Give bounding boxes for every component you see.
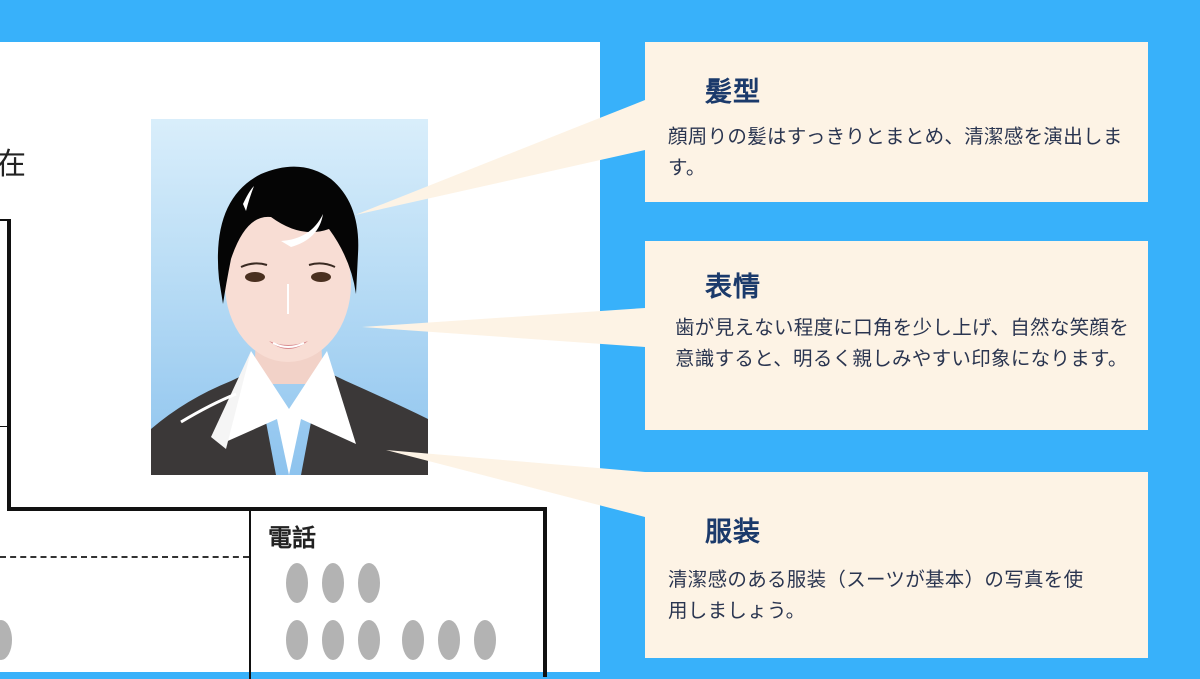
document-border-right [543,507,547,677]
phone-placeholder-dot [402,620,424,660]
document-label-partial: 在 [0,147,26,182]
phone-placeholder-dot [438,620,460,660]
callout-body: 顔周りの髪はすっきりとまとめ、清潔感を演出します。 [668,125,1123,179]
callout-card-clothing: 服装 清潔感のある服装（スーツが基本）の写真を使用しましょう。 [645,472,1148,658]
document-column-divider [249,509,251,679]
document-border-top-stub [0,219,10,221]
pointer-hair [355,100,645,215]
phone-placeholder-dot [286,620,308,660]
document-row-line [0,426,8,427]
id-photo [151,119,428,475]
phone-placeholder-dot [358,563,380,603]
callout-body: 清潔感のある服装（スーツが基本）の写真を使用しましょう。 [668,568,1084,622]
phone-label: 電話 [268,524,316,552]
woman-portrait-illustration [151,166,428,475]
document-border-left [7,219,11,509]
phone-placeholder-dot [358,620,380,660]
phone-placeholder-dot [322,563,344,603]
callout-card-expression: 表情 歯が見えない程度に口角を少し上げ、自然な笑顔を意識すると、明るく親しみやす… [645,241,1148,430]
callout-title: 服装 [705,517,761,548]
pointer-expression [362,308,645,347]
document-border-row [7,507,547,511]
phone-placeholder-dot [474,620,496,660]
pointer-clothing [386,450,645,517]
callout-body: 歯が見えない程度に口角を少し上げ、自然な笑顔を意識すると、明るく親しみやすい印象… [675,316,1130,370]
document-dashed-line [0,556,249,558]
callout-title: 表情 [705,272,761,303]
phone-placeholder-dot [286,563,308,603]
address-placeholder-dot [0,620,12,660]
callout-title: 髪型 [705,77,761,108]
phone-placeholder-dot [322,620,344,660]
callout-card-hair: 髪型 顔周りの髪はすっきりとまとめ、清潔感を演出します。 [645,42,1148,202]
